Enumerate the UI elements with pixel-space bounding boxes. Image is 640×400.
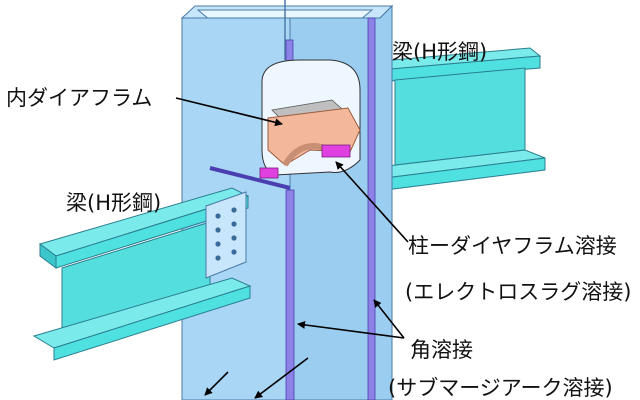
label-beam-left: 梁(H形鋼) [66, 191, 162, 215]
bolted-plate [205, 191, 247, 279]
left-beam [32, 187, 252, 361]
label-column-diaphragm-weld: 柱ーダイヤフラム溶接 [408, 234, 617, 258]
label-electroslag-weld: (エレクトロスラグ溶接) [405, 280, 632, 304]
right-beam [368, 47, 546, 191]
label-corner-weld: 角溶接 [410, 338, 473, 362]
label-submerged-arc-weld: (サブマージアーク溶接) [388, 376, 613, 400]
leader-lines [175, 97, 409, 399]
label-inner-diaphragm: 内ダイアフラム [6, 86, 153, 110]
cutaway [259, 59, 361, 179]
label-beam-right: 梁(H形鋼) [392, 40, 488, 64]
